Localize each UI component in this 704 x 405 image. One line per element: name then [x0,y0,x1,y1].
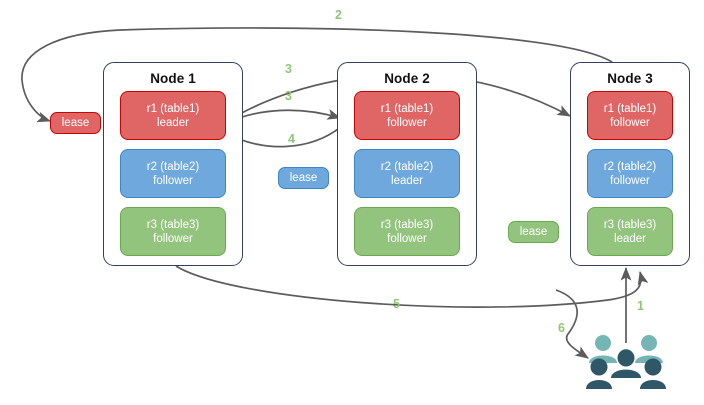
step-label-3a: 3 [285,62,292,76]
node-title: Node 1 [150,71,196,86]
range-name: r3 (table3) [380,218,434,231]
range-name: r1 (table1) [380,102,434,115]
range-name: r2 (table2) [380,160,434,173]
node-title: Node 2 [384,71,430,86]
step-label-6: 6 [558,321,565,335]
range-r2-node-3[interactable]: r2 (table2) follower [587,149,673,198]
range-role: leader [614,232,646,245]
range-role: leader [391,174,423,187]
range-role: follower [610,116,650,129]
node-card-node-2[interactable]: Node 2 r1 (table1) follower r2 (table2) … [337,62,477,266]
step-label-3b: 3 [285,89,292,103]
people-icon [586,335,666,389]
range-name: r1 (table1) [603,102,657,115]
step-label-1: 1 [637,299,644,313]
range-r3-node-1[interactable]: r3 (table3) follower [120,207,226,256]
range-role: follower [153,232,193,245]
clients-group[interactable] [586,333,666,395]
node-card-node-1[interactable]: Node 1 r1 (table1) leader r2 (table2) fo… [103,62,243,266]
range-r1-node-1[interactable]: r1 (table1) leader [120,91,226,140]
range-role: follower [387,232,427,245]
range-role: follower [153,174,193,187]
range-name: r3 (table3) [146,218,200,231]
step-label-5: 5 [393,297,400,311]
range-r3-node-2[interactable]: r3 (table3) follower [354,207,460,256]
connector-step-4 [227,125,343,148]
range-name: r1 (table1) [146,102,200,115]
range-r1-node-2[interactable]: r1 (table1) follower [354,91,460,140]
range-name: r2 (table2) [146,160,200,173]
range-name: r3 (table3) [603,218,657,231]
node-title: Node 3 [607,71,653,86]
range-r3-node-3[interactable]: r3 (table3) leader [587,207,673,256]
range-role: follower [387,116,427,129]
lease-badge-r3[interactable]: lease [508,221,559,243]
range-r2-node-1[interactable]: r2 (table2) follower [120,149,226,198]
step-label-4: 4 [288,132,295,146]
step-label-2: 2 [335,8,342,22]
lease-badge-r1[interactable]: lease [50,112,101,134]
node-card-node-3[interactable]: Node 3 r1 (table1) follower r2 (table2) … [570,62,690,266]
lease-badge-r2[interactable]: lease [278,167,329,189]
range-role: follower [610,174,650,187]
range-r2-node-2[interactable]: r2 (table2) leader [354,149,460,198]
connector-step-5 [175,265,649,308]
range-name: r2 (table2) [603,160,657,173]
range-r1-node-3[interactable]: r1 (table1) follower [587,91,673,140]
range-role: leader [157,116,189,129]
